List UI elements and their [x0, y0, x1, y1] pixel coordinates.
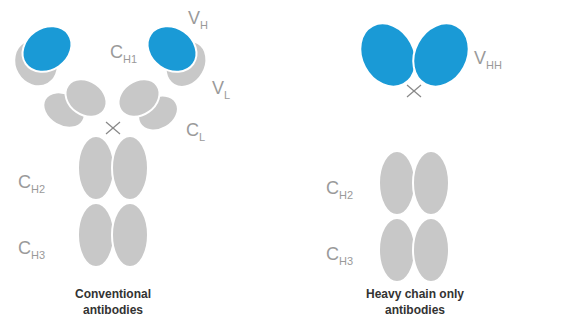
domain-label: CH2	[326, 178, 353, 200]
figure-caption: Conventional antibodies	[58, 286, 168, 318]
domain-label: CH3	[18, 238, 45, 260]
domain-label: CH3	[326, 244, 353, 266]
domain-label: VH	[188, 8, 208, 30]
domain-label: VL	[212, 78, 230, 100]
domain-label: CH1	[110, 42, 137, 64]
domain-label: VHH	[474, 48, 502, 70]
domain-label: CL	[186, 120, 205, 142]
figure-caption: Heavy chain only antibodies	[360, 286, 470, 318]
domain-label: CH2	[18, 172, 45, 194]
